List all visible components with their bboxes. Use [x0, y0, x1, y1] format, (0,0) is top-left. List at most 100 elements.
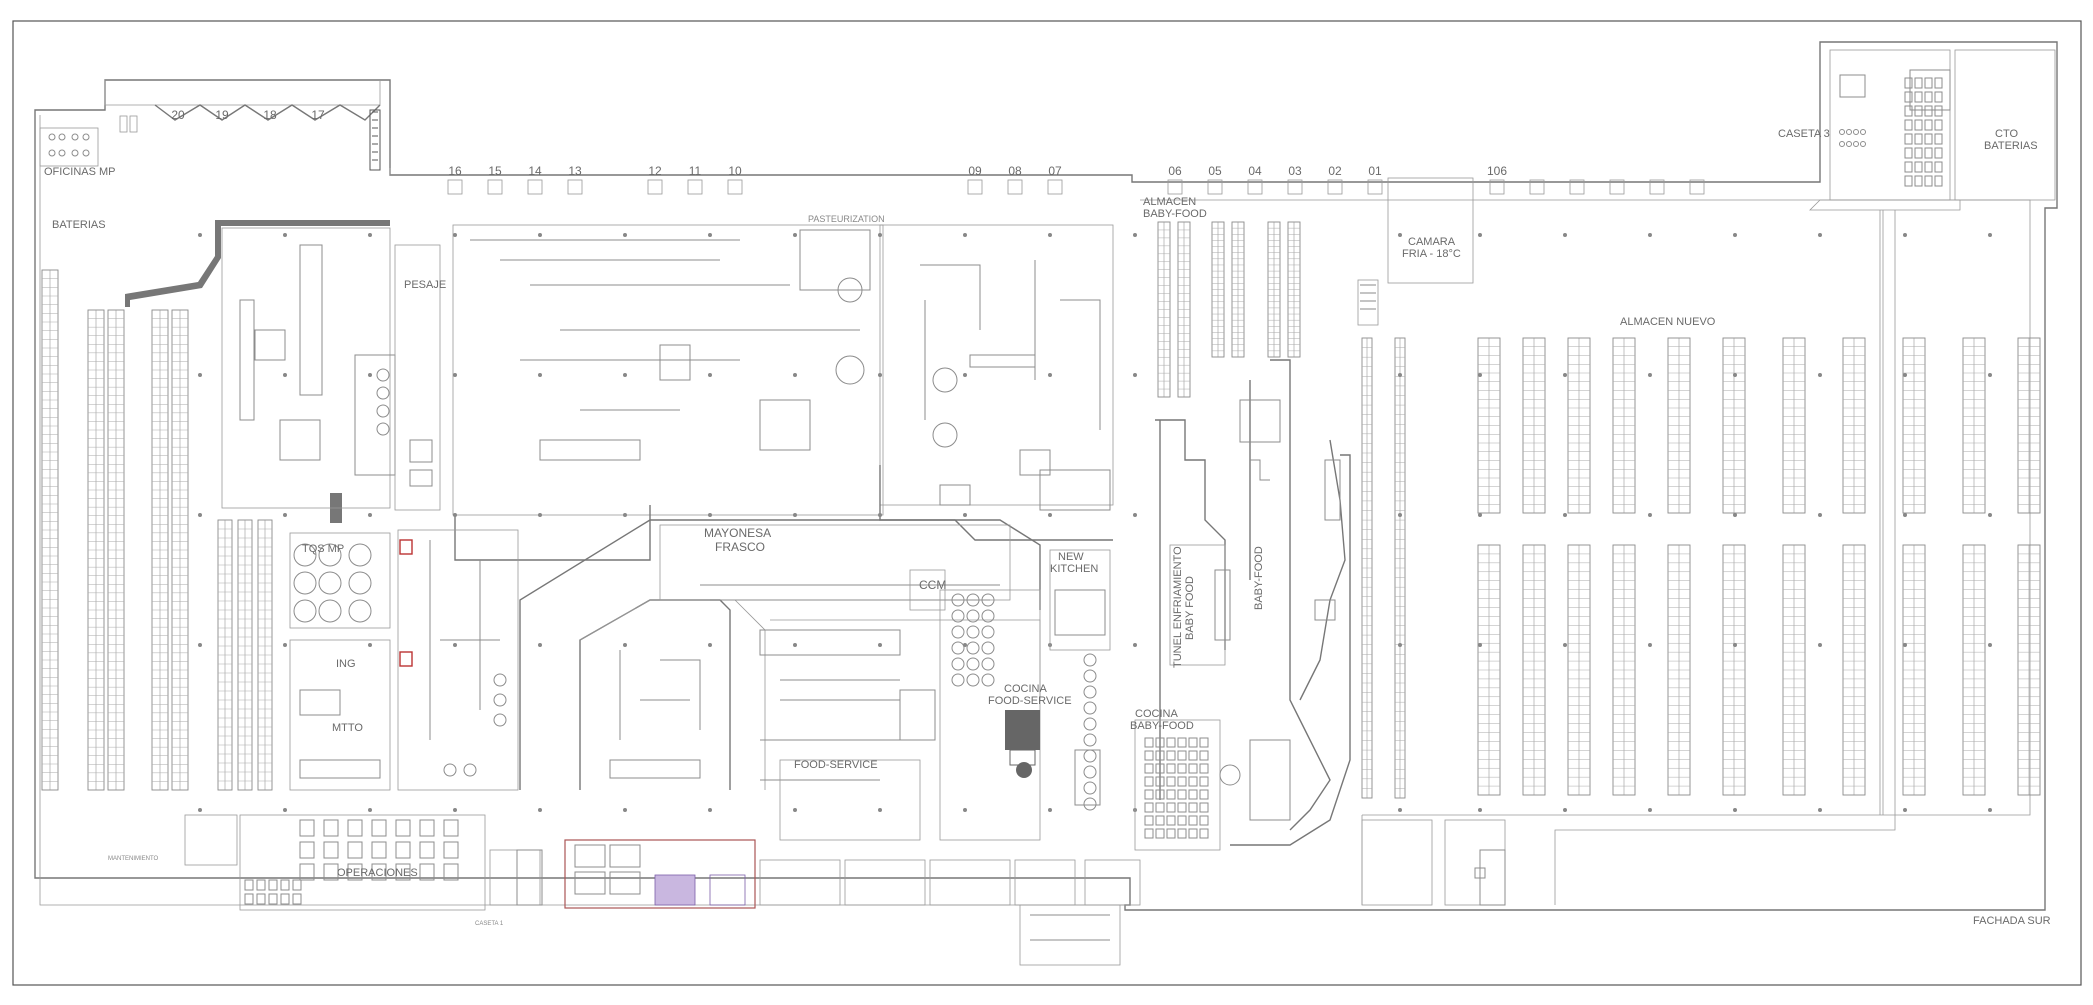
dock-door: [1007, 179, 1023, 195]
structural-columns: [198, 233, 1992, 812]
label-camara-temp: FRIA - 18°C: [1402, 248, 1461, 260]
dock-door: [727, 179, 743, 195]
label-fachada-sur: FACHADA SUR: [1973, 915, 2051, 927]
dock-number: 10: [728, 164, 742, 178]
dock-door: [487, 179, 503, 195]
dock-door: [527, 179, 543, 195]
process-equipment-west: [221, 227, 441, 511]
dock-number: 01: [1368, 164, 1382, 178]
dock-number: 11: [689, 164, 702, 178]
dock-number: 13: [568, 164, 582, 178]
dock-number: 03: [1288, 164, 1302, 178]
dock-door: [1247, 179, 1263, 195]
label-oficinas-mp: OFICINAS MP: [44, 166, 116, 178]
pasteurization-area: [452, 224, 884, 561]
label-baby-food-line: BABY-FOOD: [1253, 546, 1265, 610]
label-ccm: CCM: [919, 578, 946, 592]
dock-number: 19: [215, 108, 229, 122]
camara-fria-room: [1357, 177, 1474, 326]
label-baterias: BATERIAS: [52, 219, 106, 231]
dock-door: [447, 179, 463, 195]
dock-doors: [447, 179, 1705, 195]
label-cocina-bf: COCINA: [1135, 708, 1178, 720]
label-operaciones: OPERACIONES: [337, 867, 418, 879]
dock-door: [1287, 179, 1303, 195]
label-cocina-baby-food: BABY-FOOD: [1130, 720, 1194, 732]
south-east-rooms: [1361, 819, 1506, 906]
label-cto: CTO: [1995, 128, 2018, 140]
label-caseta-1: CASETA 1: [475, 921, 504, 927]
label-tqs-mp: TQS MP: [302, 543, 344, 555]
dock-number: 14: [528, 164, 542, 178]
dock-door: [1689, 179, 1705, 195]
dock-number: 16: [448, 164, 462, 178]
dock-number: 09: [968, 164, 982, 178]
dock-numbers: 20 19 18 17 16 15 14 13 12 11 10 09 08 07 06 05 04 03 02 01…: [171, 108, 1507, 178]
label-almacen: ALMACEN: [1143, 196, 1196, 208]
cocina-food-service: [939, 469, 1111, 841]
dock-number: 07: [1048, 164, 1062, 178]
dock-door: [1609, 179, 1625, 195]
dock-number: 18: [263, 108, 277, 122]
dock-door: [687, 179, 703, 195]
caseta-3-cto-baterias: [1554, 49, 2056, 905]
dock-door: [567, 179, 583, 195]
label-cocina-fs: COCINA: [1004, 683, 1047, 695]
label-tunel-baby-food: BABY FOOD: [1184, 576, 1196, 640]
cocina-baby-food: [1134, 719, 1291, 851]
label-mantenimiento: MANTENIMIENTO: [108, 856, 159, 862]
dock-door: [1529, 179, 1545, 195]
label-mtto: MTTO: [332, 722, 363, 734]
almacen-baby-food-racks: [1157, 221, 1301, 398]
label-almacen-nuevo: ALMACEN NUEVO: [1620, 316, 1716, 328]
dock-number: 08: [1008, 164, 1022, 178]
label-cto-baterias: BATERIAS: [1984, 140, 2038, 152]
label-pesaje: PESAJE: [404, 279, 446, 291]
almacen-nuevo-racks: [1361, 337, 2041, 799]
dock-number: 17: [311, 108, 325, 122]
dock-number: 106: [1487, 164, 1507, 178]
label-new-kitchen: KITCHEN: [1050, 563, 1098, 575]
oficinas-mp-block: [39, 127, 99, 167]
process-equipment-north-central: [879, 224, 1114, 541]
tqs-mp-tanks: [289, 532, 413, 667]
building-outline: [34, 41, 2058, 911]
dock-number: 15: [488, 164, 502, 178]
label-ing: ING: [336, 658, 356, 670]
dock-door: [1569, 179, 1585, 195]
dock-number: 12: [648, 164, 662, 178]
dock-zigzag-top-left: [104, 80, 381, 171]
dock-number: 04: [1248, 164, 1262, 178]
label-camara: CAMARA: [1408, 236, 1456, 248]
label-food-service: FOOD-SERVICE: [794, 759, 878, 771]
dock-door: [1489, 179, 1505, 195]
label-caseta-3: CASETA 3: [1778, 128, 1830, 140]
dock-door: [1649, 179, 1665, 195]
ing-mtto-block: [289, 529, 519, 791]
hatched-wall: [125, 220, 390, 523]
south-offices: [564, 839, 1141, 966]
label-new: NEW: [1058, 551, 1084, 563]
dock-door: [1367, 179, 1383, 195]
operaciones-block: [184, 814, 543, 911]
dock-number: 02: [1328, 164, 1342, 178]
left-storage-racks: [41, 269, 273, 791]
label-pasteurization: PASTEURIZATION: [808, 214, 885, 224]
area-labels: OFICINAS MP BATERIAS PESAJE PASTEURIZATI…: [44, 128, 2051, 927]
dock-door: [1167, 179, 1183, 195]
label-cocina-food-service: FOOD-SERVICE: [988, 695, 1072, 707]
dock-door: [1327, 179, 1343, 195]
label-almacen-baby-food: BABY-FOOD: [1143, 208, 1207, 220]
dock-number: 05: [1208, 164, 1222, 178]
dock-door: [647, 179, 663, 195]
drawing-border: [12, 20, 2082, 986]
dock-number: 06: [1168, 164, 1182, 178]
dock-door: [1047, 179, 1063, 195]
label-tunel-enfriamiento: TUNEL ENFRIAMIENTO: [1172, 546, 1184, 668]
dock-number: 20: [171, 108, 185, 122]
dock-door: [967, 179, 983, 195]
label-mayonesa-frasco: FRASCO: [715, 540, 765, 554]
label-mayonesa: MAYONESA: [704, 526, 771, 540]
dock-door: [1207, 179, 1223, 195]
